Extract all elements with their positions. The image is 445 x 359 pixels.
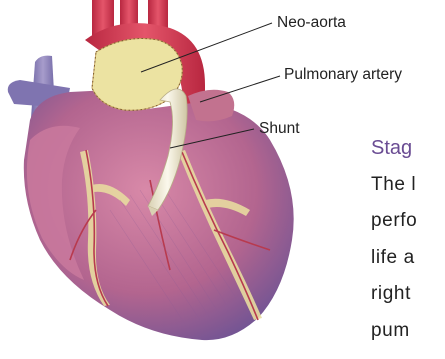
shunt-label: Shunt — [259, 120, 300, 138]
body-text-line: pum — [371, 320, 410, 342]
body-text-line: life a — [371, 247, 415, 269]
body-text-line: perfo — [371, 210, 417, 232]
pulmonary-artery — [188, 90, 234, 122]
pulmonary-artery-label: Pulmonary artery — [284, 66, 402, 84]
neo-aorta-label: Neo-aorta — [277, 14, 346, 32]
section-heading: Stag — [371, 137, 412, 160]
body-text-line: The l — [371, 174, 416, 196]
body-text-line: right — [371, 283, 411, 305]
